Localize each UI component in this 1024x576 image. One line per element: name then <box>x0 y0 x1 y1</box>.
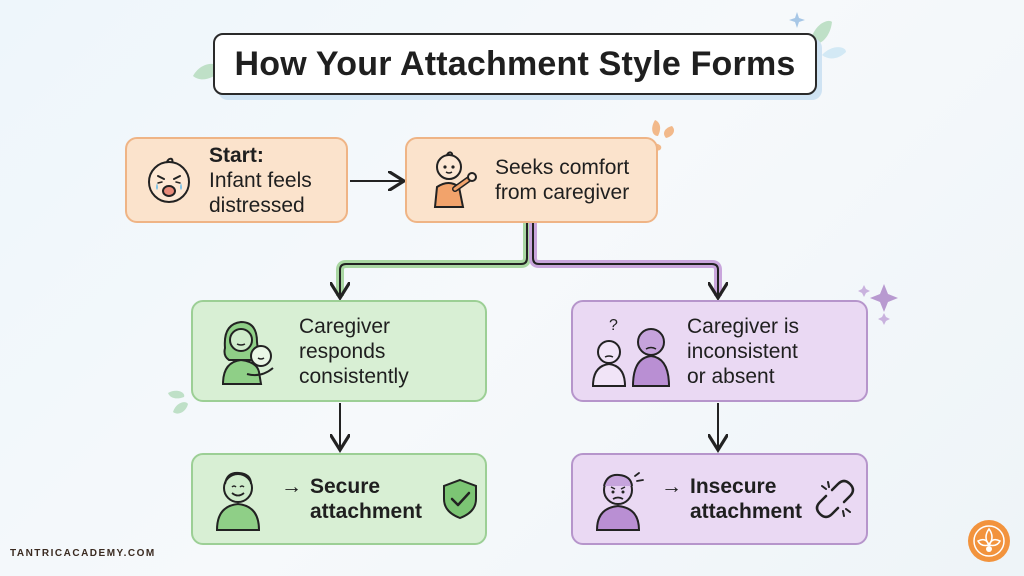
broken-chain-icon <box>815 479 855 519</box>
node-consistent-line3: consistently <box>299 364 409 388</box>
secure-arrow: → <box>281 475 302 498</box>
node-inconsistent-line1: Caregiver is <box>687 314 800 338</box>
node-consistent-text: Caregiver responds consistently <box>299 314 409 389</box>
node-inconsistent-line2: inconsistent <box>687 339 798 363</box>
node-secure-attachment: → Secure attachment <box>191 453 487 545</box>
node-seek-line2: from caregiver <box>495 181 630 204</box>
node-start-line2: distressed <box>209 193 305 217</box>
node-insecure-line1: Insecure <box>690 475 777 498</box>
crying-baby-icon <box>148 157 190 203</box>
branch-purple-highlight <box>529 223 722 296</box>
happy-person-icon <box>215 471 261 531</box>
node-insecure-line2: attachment <box>690 500 803 523</box>
node-seek-line1: Seeks comfort <box>495 156 630 179</box>
node-start-line1: Infant feels <box>209 168 312 192</box>
node-start: Start: Infant feels distressed <box>125 137 348 223</box>
branch-green-highlight <box>336 223 531 296</box>
insecure-arrow: → <box>661 475 682 498</box>
node-seek-comfort: Seeks comfort from caregiver <box>405 137 658 223</box>
node-secure-text: → Secure attachment <box>281 474 422 524</box>
node-inconsistent-caregiver: ? Caregiver is inconsistent or absent <box>571 300 868 402</box>
worried-person-icon <box>595 472 644 531</box>
node-consistent-line1: Caregiver <box>299 314 391 338</box>
arrow-seek-to-consistent <box>340 223 528 296</box>
node-start-text: Start: Infant feels distressed <box>209 143 312 218</box>
shield-check-icon <box>443 478 478 520</box>
watermark-text: TANTRICACADEMY.COM <box>10 548 156 559</box>
node-secure-line2: attachment <box>310 500 423 523</box>
diagram-title-box: How Your Attachment Style Forms <box>213 33 817 95</box>
node-consistent-line2: responds <box>299 339 386 363</box>
confused-child-with-distant-parent-icon: ? <box>591 317 671 387</box>
lotus-logo-icon <box>968 520 1010 562</box>
svg-text:?: ? <box>609 317 618 334</box>
sparkle-icon <box>789 12 805 28</box>
node-insecure-text: → Insecure attachment <box>661 474 802 524</box>
node-consistent-caregiver: Caregiver responds consistently <box>191 300 487 402</box>
leaf-icon <box>168 390 188 414</box>
arrow-seek-to-inconsistent <box>532 223 718 296</box>
node-inconsistent-line3: or absent <box>687 364 775 388</box>
diagram-title: How Your Attachment Style Forms <box>234 44 796 83</box>
node-start-heading: Start: <box>209 143 264 167</box>
sparkle-icon <box>858 284 898 325</box>
node-secure-line1: Secure <box>310 475 381 498</box>
node-inconsistent-text: Caregiver is inconsistent or absent <box>687 314 799 389</box>
reaching-baby-icon <box>433 151 477 208</box>
mother-holding-baby-icon <box>221 320 274 385</box>
node-seek-text: Seeks comfort from caregiver <box>495 155 629 205</box>
node-insecure-attachment: → Insecure attachment <box>571 453 868 545</box>
